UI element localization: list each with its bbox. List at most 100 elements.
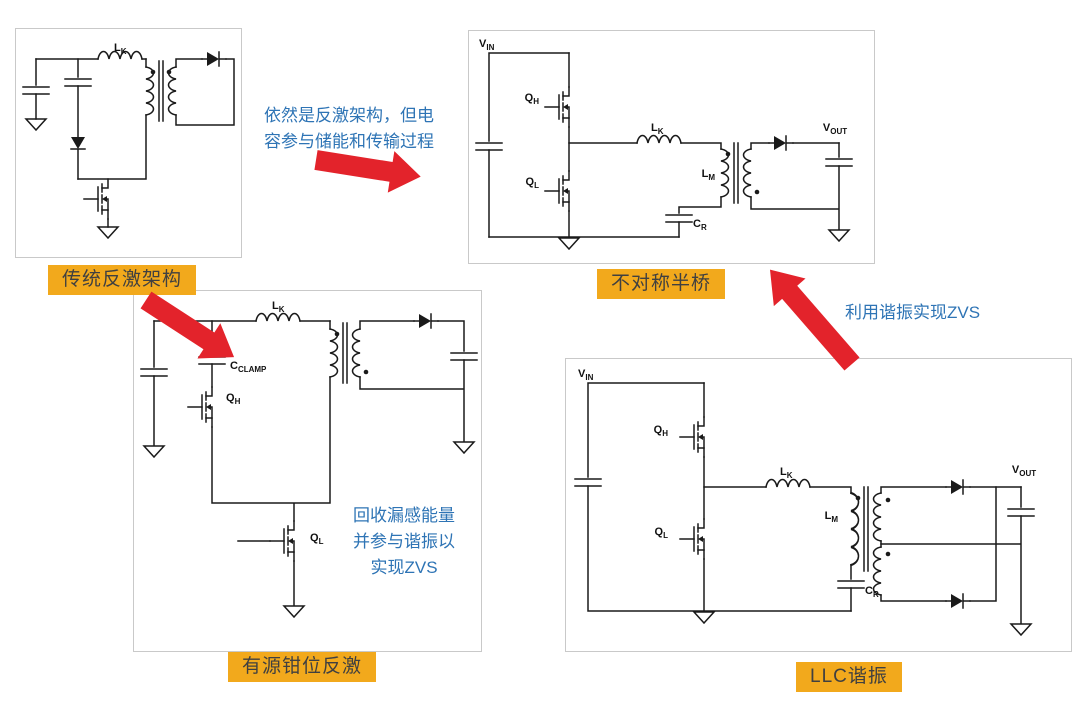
- label-lk: LK: [272, 300, 285, 314]
- caption-asymmetric-half-bridge: 不对称半桥: [597, 269, 726, 299]
- label-lk: LK: [114, 42, 127, 56]
- output-diode-icon: [201, 51, 227, 67]
- transformer-secondary-upper-icon: [872, 492, 882, 542]
- annotation-flyback-evolution: 依然是反激架构，但电 容参与储能和传输过程: [253, 103, 445, 155]
- caption-active-clamp-flyback: 有源钳位反激: [228, 652, 377, 682]
- rectifier-diode-lower-icon: [945, 593, 971, 609]
- label-cr: CR: [693, 218, 707, 232]
- output-diode-icon: [413, 313, 439, 329]
- transformer-primary-icon: [849, 491, 860, 567]
- polarity-dot-icon: [725, 151, 731, 157]
- transformer-secondary-icon: [351, 328, 361, 378]
- input-capacitor-icon: [475, 142, 503, 151]
- caption-traditional-flyback: 传统反激架构: [48, 265, 197, 295]
- llc-resonant-schematic: VIN QH QL LK LM CR VOUT: [574, 368, 1036, 636]
- wire: [680, 142, 722, 150]
- label-vin: VIN: [479, 38, 495, 52]
- mosfet-qh-icon: [187, 386, 213, 428]
- label-cclamp: CCLAMP: [230, 360, 267, 374]
- wire: [678, 196, 722, 238]
- input-capacitor-icon: [22, 86, 50, 95]
- label-vout: VOUT: [823, 122, 847, 136]
- mosfet-qh-icon: [679, 416, 705, 458]
- transformer-core-icon: [342, 322, 348, 384]
- label-vin: VIN: [578, 368, 594, 382]
- label-vout: VOUT: [1012, 464, 1036, 478]
- circuit-asymmetric-half-bridge: VIN QH QL LK LM CR VOUT: [468, 30, 875, 264]
- output-diode-icon: [768, 135, 794, 151]
- transformer-core-icon: [733, 142, 739, 204]
- label-ql: QL: [655, 526, 669, 540]
- ground-icon: [1010, 623, 1032, 636]
- annotation-line: 回收漏感能量: [353, 506, 455, 525]
- label-lk: LK: [780, 466, 793, 480]
- annotation-clamp-zvs: 回收漏感能量 并参与谐振以 实现ZVS: [333, 503, 475, 581]
- inductor-lk-icon: [636, 134, 682, 144]
- label-cr: CR: [865, 585, 879, 599]
- polarity-dot-icon: [885, 551, 891, 557]
- label-qh: QH: [654, 424, 669, 438]
- traditional-flyback-schematic: LK: [22, 42, 235, 239]
- ground-icon: [283, 605, 305, 618]
- clamp-diode-icon: [71, 137, 85, 149]
- label-lk: LK: [651, 122, 664, 136]
- polarity-dot-icon: [166, 69, 172, 75]
- inductor-lk-icon: [255, 312, 301, 322]
- output-capacitor-icon: [450, 352, 478, 361]
- wire: [587, 382, 852, 612]
- polarity-dot-icon: [150, 69, 156, 75]
- ground-icon: [828, 229, 850, 242]
- annotation-resonance-zvs: 利用谐振实现ZVS: [845, 303, 981, 322]
- circuit-active-clamp-flyback: LK CCLAMP QH QL: [133, 290, 482, 652]
- mosfet-ql-icon: [269, 520, 295, 562]
- ground-icon: [143, 445, 165, 458]
- wire: [488, 52, 570, 238]
- ground-icon: [25, 118, 47, 131]
- mosfet-ql-icon: [544, 170, 570, 212]
- active-clamp-flyback-schematic: LK CCLAMP QH QL: [140, 300, 478, 618]
- annotation-line: 容参与储能和传输过程: [264, 132, 434, 151]
- wire: [750, 142, 840, 230]
- wire: [175, 58, 235, 126]
- ground-icon: [453, 441, 475, 454]
- mosfet-icon: [83, 178, 109, 220]
- ground-icon: [97, 226, 119, 239]
- polarity-dot-icon: [334, 331, 340, 337]
- rectifier-diode-upper-icon: [945, 479, 971, 495]
- wire: [809, 486, 852, 494]
- polarity-dot-icon: [855, 495, 861, 501]
- resonant-capacitor-icon: [665, 214, 693, 223]
- wire: [211, 376, 331, 522]
- transformer-secondary-icon: [742, 148, 752, 198]
- ground-icon: [558, 237, 580, 250]
- mosfet-ql-icon: [679, 518, 705, 560]
- inductor-lk-icon: [765, 478, 811, 488]
- polarity-dot-icon: [754, 189, 760, 195]
- wire: [880, 486, 1022, 624]
- label-lm: LM: [702, 168, 716, 182]
- wire: [77, 114, 147, 180]
- caption-llc-resonant: LLC谐振: [796, 662, 902, 692]
- mosfet-qh-icon: [544, 86, 570, 128]
- circuit-traditional-flyback: LK: [15, 28, 242, 258]
- wire: [70, 148, 86, 180]
- input-capacitor-icon: [140, 368, 168, 377]
- annotation-line: 依然是反激架构，但电: [264, 106, 434, 125]
- label-qh: QH: [226, 392, 241, 406]
- wire: [359, 320, 465, 442]
- asymmetric-half-bridge-schematic: VIN QH QL LK LM CR VOUT: [475, 38, 853, 250]
- annotation-line: 实现ZVS: [370, 558, 438, 577]
- wire: [750, 142, 840, 150]
- label-lm: LM: [825, 510, 839, 524]
- clamp-capacitor-icon: [198, 356, 226, 365]
- ground-icon: [693, 611, 715, 624]
- resonant-capacitor-icon: [837, 580, 865, 589]
- transformer-core-icon: [863, 486, 869, 572]
- label-ql: QL: [310, 532, 324, 546]
- polarity-dot-icon: [363, 369, 369, 375]
- label-ql: QL: [526, 176, 540, 190]
- output-capacitor-icon: [1007, 508, 1035, 517]
- input-capacitor-icon: [574, 478, 602, 487]
- annotation-line: 并参与谐振以: [353, 532, 455, 551]
